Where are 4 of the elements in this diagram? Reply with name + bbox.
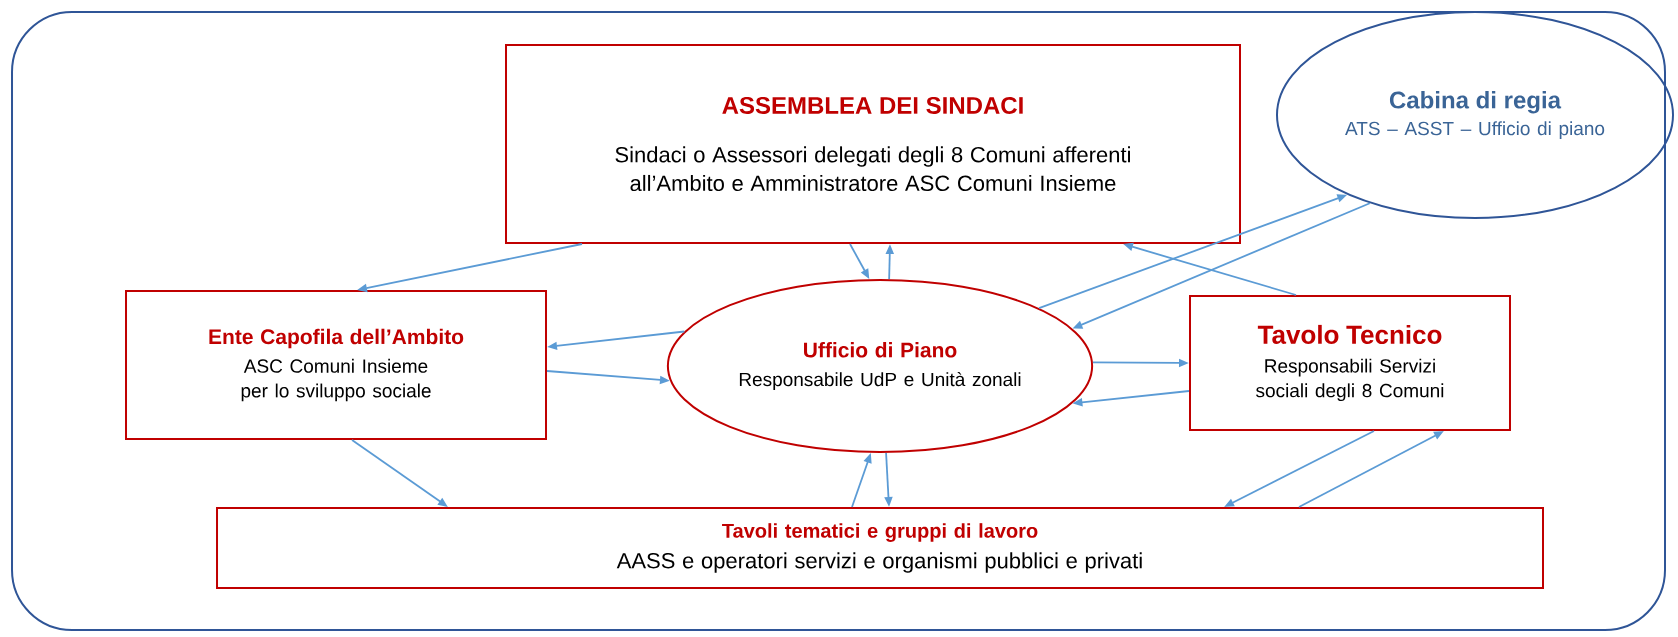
assembly-box: ASSEMBLEA DEI SINDACI Sindaci o Assessori delegati degli 8 Comuni afferenti all’Ambito e Amministratore ASC Comuni Insieme (505, 44, 1241, 244)
technical-table-box: Tavolo Tecnico Responsabili Servizi sociali degli 8 Comuni (1189, 295, 1511, 431)
lead-entity-box: Ente Capofila dell’Ambito ASC Comuni Insieme per lo sviluppo sociale (125, 290, 547, 440)
thematic-tables-box: Tavoli tematici e gruppi di lavoro AASS e operatori servizi e organismi pubblici e privati (216, 507, 1544, 589)
